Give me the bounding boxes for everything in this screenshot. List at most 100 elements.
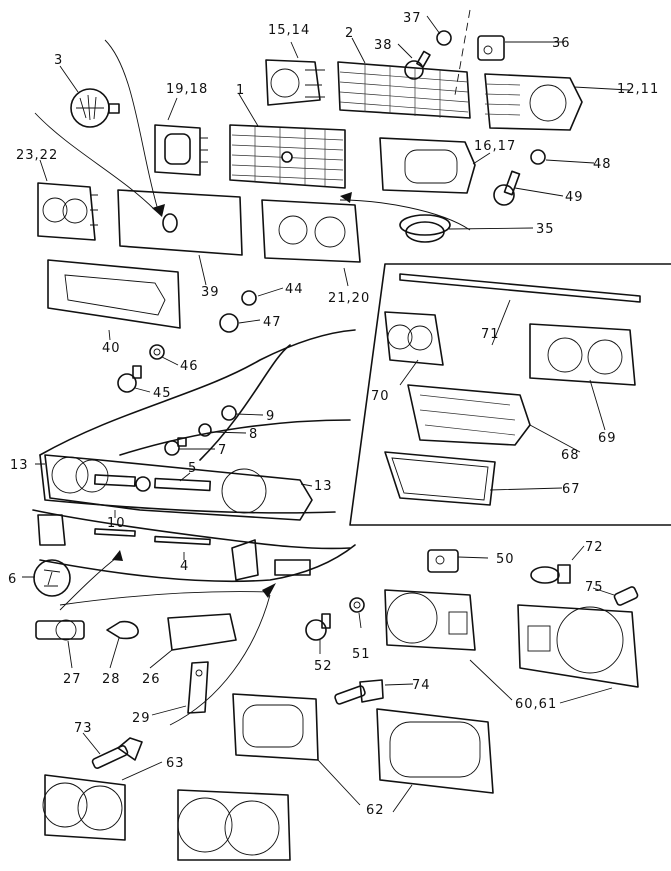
callout-4: 4 xyxy=(180,559,189,574)
callout-37: 37 xyxy=(403,11,422,26)
part-60-61-headlamp-left xyxy=(384,589,476,651)
callout-60-61: 60,61 xyxy=(515,697,557,712)
callout-27: 27 xyxy=(63,672,82,687)
part-46-washer xyxy=(149,344,165,360)
part-49-bolt xyxy=(493,170,521,206)
callout-35: 35 xyxy=(536,222,555,237)
callout-labels: 1 2 3 4 5 6 7 8 9 10 12,11 13 13 15,14 1… xyxy=(8,11,659,818)
callout-29: 29 xyxy=(132,711,151,726)
part-51-washer xyxy=(349,597,365,613)
part-68-lens xyxy=(407,384,531,446)
callout-67: 67 xyxy=(562,482,581,497)
part-52-bolt xyxy=(305,613,331,641)
part-2-grille xyxy=(337,61,471,119)
part-16-17-bezel xyxy=(379,137,476,194)
part-28-bulb xyxy=(106,620,139,640)
callout-49: 49 xyxy=(565,190,584,205)
callout-50: 50 xyxy=(496,552,515,567)
callout-13-right: 13 xyxy=(314,479,333,494)
callout-48: 48 xyxy=(593,157,612,172)
part-27-socket xyxy=(35,619,85,641)
callout-52: 52 xyxy=(314,659,333,674)
part-48-nut xyxy=(530,149,546,165)
callout-38: 38 xyxy=(374,38,393,53)
callout-5: 5 xyxy=(188,461,197,476)
callout-12-11: 12,11 xyxy=(617,82,659,97)
part-75-bulb xyxy=(613,586,639,606)
part-60-61-headlamp-right xyxy=(517,604,639,688)
part-12-11-bezel xyxy=(484,73,583,131)
part-73-bulb xyxy=(91,737,143,769)
callout-45: 45 xyxy=(153,386,172,401)
part-62-headlamp-right xyxy=(376,708,494,794)
part-50-clip xyxy=(427,549,459,573)
callout-13-left: 13 xyxy=(10,458,29,473)
callout-71: 71 xyxy=(481,327,500,342)
guide-curves xyxy=(34,9,471,231)
callout-72: 72 xyxy=(585,540,604,555)
part-3-emblem xyxy=(70,88,120,128)
part-21-20-bezel xyxy=(261,199,361,263)
callout-40: 40 xyxy=(102,341,121,356)
callout-21-20: 21,20 xyxy=(328,291,370,306)
callout-23-22: 23,22 xyxy=(16,148,58,163)
part-36-clip xyxy=(477,35,505,61)
part-63-headlamp xyxy=(42,774,126,841)
part-8-washer xyxy=(198,423,212,437)
part-45-bolt xyxy=(117,365,142,393)
callout-62: 62 xyxy=(366,803,385,818)
callout-9: 9 xyxy=(266,409,275,424)
callout-15-14: 15,14 xyxy=(268,23,310,38)
part-15-14-bezel xyxy=(265,59,325,106)
callout-16-17: 16,17 xyxy=(474,139,516,154)
part-9-nut xyxy=(221,405,237,421)
callout-73: 73 xyxy=(74,721,93,736)
part-37-nut xyxy=(436,30,452,46)
callout-36: 36 xyxy=(552,36,571,51)
callout-44: 44 xyxy=(285,282,304,297)
part-7-bolt xyxy=(164,437,187,456)
callout-6: 6 xyxy=(8,572,17,587)
part-39-panel xyxy=(117,189,243,256)
part-6-clip xyxy=(33,559,71,597)
callout-7: 7 xyxy=(218,443,227,458)
callout-28: 28 xyxy=(102,672,121,687)
part-40-frame xyxy=(47,259,181,329)
part-38-screw xyxy=(404,50,431,80)
part-62-headlamp-left xyxy=(232,693,319,761)
leader-lines xyxy=(22,15,630,813)
part-19-18-bezel xyxy=(154,124,208,176)
part-35-grommet xyxy=(399,214,451,243)
part-23-22-bezel xyxy=(37,182,98,241)
callout-39: 39 xyxy=(201,285,220,300)
callout-10: 10 xyxy=(107,516,126,531)
part-47-cap xyxy=(219,313,239,333)
callout-63: 63 xyxy=(166,756,185,771)
part-1-grille xyxy=(229,124,346,189)
callout-8: 8 xyxy=(249,427,258,442)
callout-70: 70 xyxy=(371,389,390,404)
part-67-frame xyxy=(384,451,496,506)
callout-74: 74 xyxy=(412,678,431,693)
part-70-bezel xyxy=(384,311,444,366)
callout-51: 51 xyxy=(352,647,371,662)
callout-68: 68 xyxy=(561,448,580,463)
callout-19-18: 19,18 xyxy=(166,82,208,97)
part-72-bulb xyxy=(530,564,571,584)
part-74-bulb xyxy=(334,679,384,705)
callout-69: 69 xyxy=(598,431,617,446)
part-69-bezel xyxy=(529,323,636,386)
callout-2: 2 xyxy=(345,26,354,41)
callout-75: 75 xyxy=(585,580,604,595)
part-29-bracket xyxy=(187,661,209,714)
callout-26: 26 xyxy=(142,672,161,687)
callout-46: 46 xyxy=(180,359,199,374)
part-26-lamp xyxy=(167,613,237,651)
callout-47: 47 xyxy=(263,315,282,330)
car-front-body xyxy=(32,329,356,726)
callout-3: 3 xyxy=(54,53,63,68)
inset-panel-border xyxy=(349,263,671,526)
part-44-nut xyxy=(241,290,257,306)
part-71-strip xyxy=(399,273,641,303)
